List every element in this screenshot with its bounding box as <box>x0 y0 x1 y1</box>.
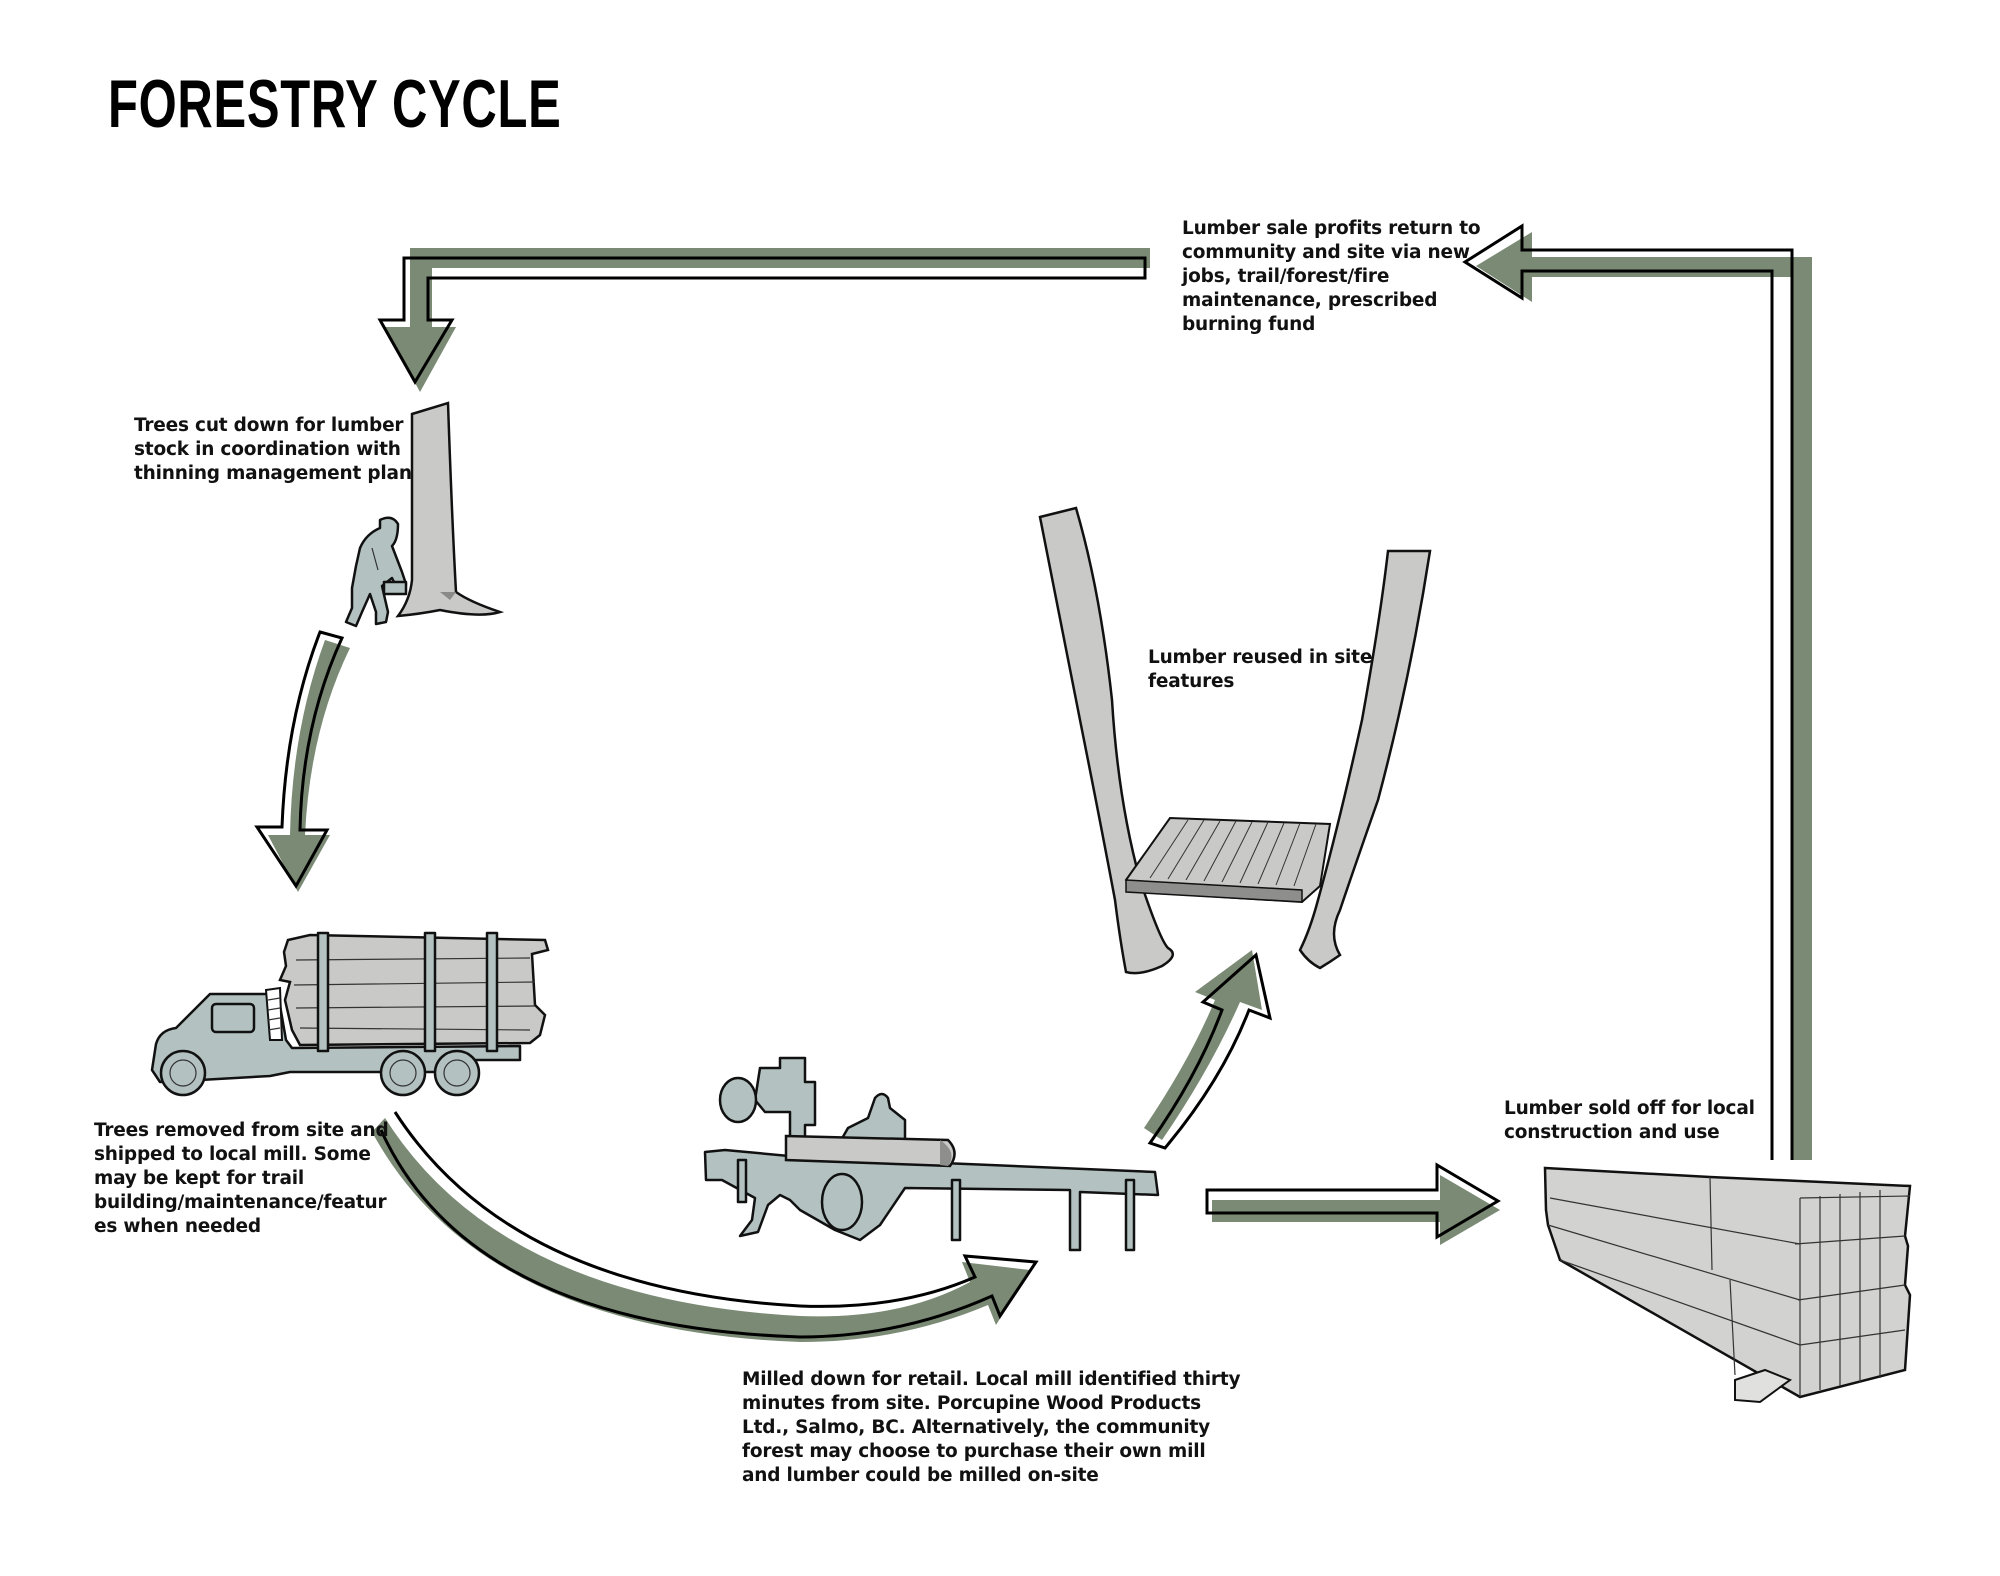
arrow-profits-to-cut <box>377 248 1150 392</box>
logging-truck-icon <box>150 931 550 1097</box>
arrow-mill-to-reuse <box>1144 950 1273 1150</box>
lumber-stack-icon <box>1543 1166 1912 1404</box>
step-label-reuse: Lumber reused in site features <box>1148 647 1373 692</box>
arrow-mill-to-sell <box>1205 1162 1501 1245</box>
arrow-ship-to-mill <box>372 1111 1039 1342</box>
arrow-cut-to-ship <box>254 630 350 892</box>
arrow-sell-to-profits <box>1462 223 1812 1160</box>
step-label-mill: Milled down for retail. Local mill ident… <box>742 1369 1241 1486</box>
step-label-sell: Lumber sold off for local construction a… <box>1504 1098 1755 1143</box>
diagram-title: FORESTRY CYCLE <box>108 66 562 142</box>
step-label-profits: Lumber sale profits return to community … <box>1182 218 1481 335</box>
step-label-ship: Trees removed from site and shipped to l… <box>94 1120 389 1237</box>
logger-with-chainsaw-icon <box>344 401 505 628</box>
step-label-cut: Trees cut down for lumber stock in coord… <box>134 415 412 484</box>
sawmill-icon <box>703 1056 1160 1252</box>
bridge-between-trees-icon <box>1038 506 1432 975</box>
